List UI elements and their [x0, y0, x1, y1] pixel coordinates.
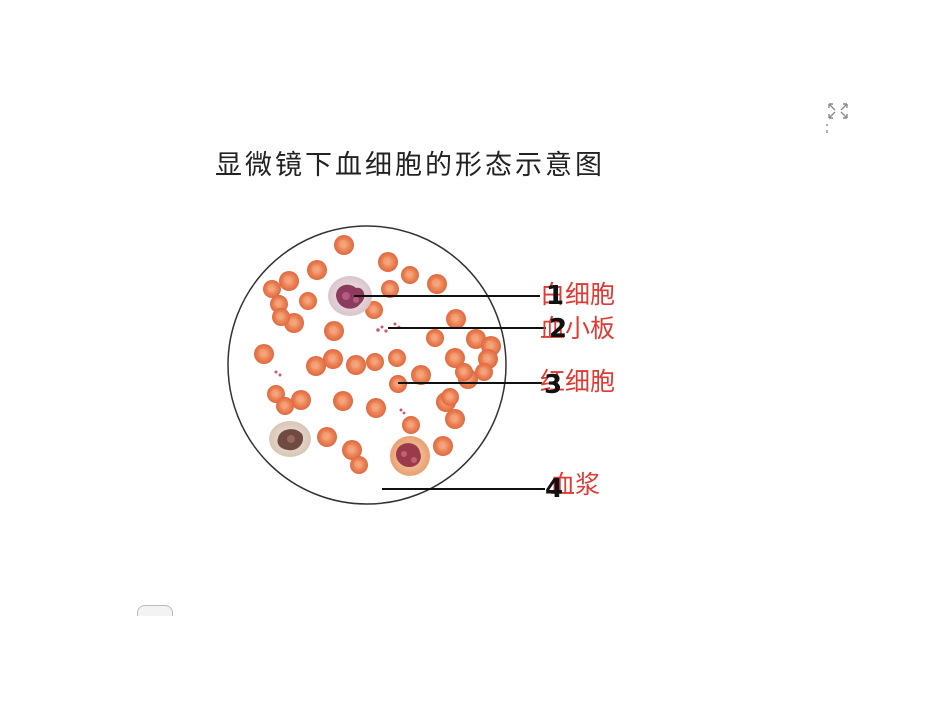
label-white-blood-cell: 白细胞	[540, 280, 615, 309]
red-blood-cell-center	[385, 284, 393, 292]
red-blood-cell-center	[437, 440, 447, 450]
red-blood-cell-center	[430, 333, 438, 341]
red-blood-cell-center	[445, 392, 453, 400]
red-blood-cell-center	[267, 284, 275, 292]
red-blood-cell-center	[459, 367, 467, 375]
platelets	[274, 322, 406, 415]
red-blood-cell-center	[338, 239, 348, 249]
red-blood-cell-center	[283, 275, 293, 285]
red-blood-cell-center	[405, 270, 413, 278]
label-number-3: 3	[544, 370, 562, 400]
label-number-2: 2	[549, 314, 567, 344]
label-platelet: 血小板	[540, 314, 615, 343]
red-blood-cell-center	[392, 353, 400, 361]
labels-numbers: 1 2 3 4	[544, 281, 567, 504]
red-blood-cell-center	[482, 353, 492, 363]
label-red-blood-cell: 红细胞	[540, 367, 615, 396]
red-blood-cell-center	[271, 389, 279, 397]
corner-tab	[137, 605, 173, 616]
red-blood-cell-center	[295, 394, 305, 404]
red-blood-cell-center	[337, 395, 347, 405]
red-blood-cell-center	[369, 305, 377, 313]
red-blood-cell-center	[370, 357, 378, 365]
red-blood-cell-center	[328, 325, 338, 335]
red-blood-cell-center	[327, 353, 337, 363]
label-plasma: 血浆	[550, 470, 600, 499]
white-blood-cell	[269, 421, 311, 457]
red-blood-cell-center	[449, 413, 459, 423]
red-blood-cell-center	[382, 256, 392, 266]
red-blood-cells	[254, 235, 501, 474]
red-blood-cell-center	[258, 348, 268, 358]
red-blood-cell-center	[415, 369, 425, 379]
red-blood-cell-center	[370, 402, 380, 412]
red-blood-cell-center	[450, 313, 460, 323]
white-blood-cell	[328, 276, 372, 316]
red-blood-cell-center	[288, 317, 298, 327]
red-blood-cell-center	[354, 460, 362, 468]
pointer-lines	[354, 295, 546, 490]
red-blood-cell-center	[321, 431, 331, 441]
red-blood-cell-center	[350, 359, 360, 369]
red-blood-cell-center	[449, 352, 459, 362]
labels-red-text: 白细胞 血小板 红细胞 血浆	[540, 280, 615, 499]
red-blood-cell-center	[310, 360, 320, 370]
red-blood-cell-center	[485, 340, 495, 350]
red-blood-cell-center	[470, 333, 480, 343]
red-blood-cell-center	[431, 278, 441, 288]
red-blood-cell-center	[311, 264, 321, 274]
label-number-4: 4	[545, 474, 563, 504]
red-blood-cell-center	[280, 401, 288, 409]
red-blood-cell-center	[406, 420, 414, 428]
label-number-1: 1	[546, 281, 564, 311]
white-blood-cell	[390, 436, 430, 476]
page-title: 显微镜下血细胞的形态示意图	[215, 150, 605, 181]
expand-icon[interactable]	[826, 100, 850, 136]
red-blood-cell-center	[346, 444, 356, 454]
red-blood-cell-center	[274, 299, 282, 307]
red-blood-cell-center	[276, 312, 284, 320]
red-blood-cell-center	[303, 296, 311, 304]
red-blood-cell-center	[479, 367, 487, 375]
red-blood-cell-center	[393, 379, 401, 387]
